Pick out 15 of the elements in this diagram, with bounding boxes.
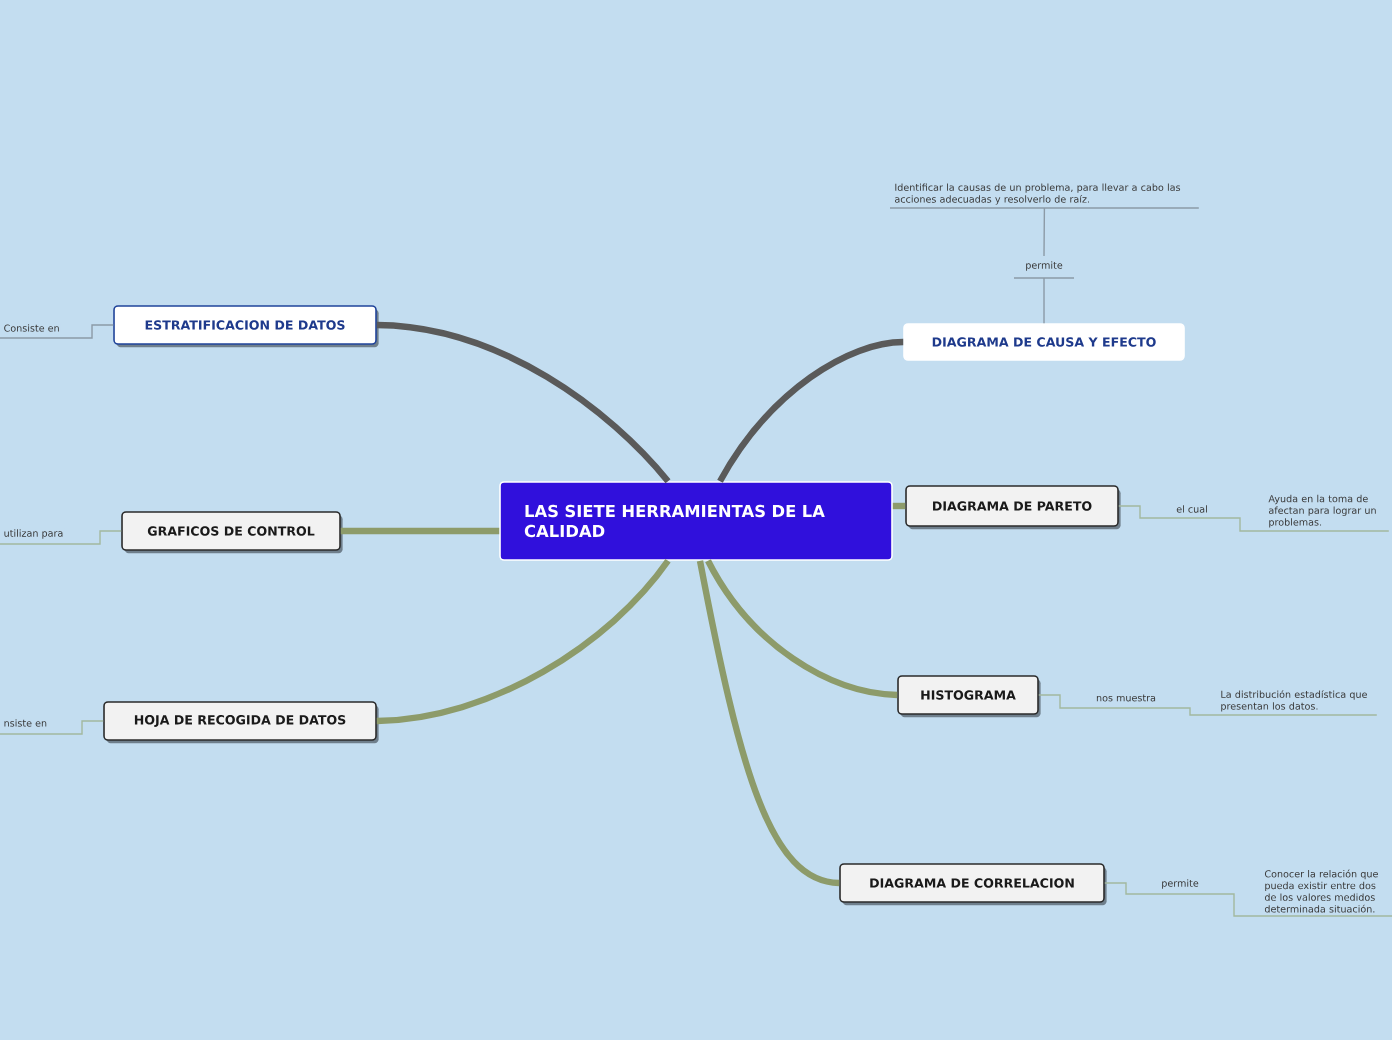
branch-line bbox=[696, 560, 840, 887]
branch-line bbox=[340, 527, 500, 535]
connector-line bbox=[1118, 505, 1390, 532]
branch-line bbox=[717, 338, 904, 483]
connector-line bbox=[0, 530, 122, 545]
connector-line bbox=[889, 207, 1200, 324]
branch-line bbox=[705, 559, 898, 699]
connector-line bbox=[1104, 882, 1392, 917]
branch-line bbox=[892, 502, 906, 510]
central-topic-box: LAS SIETE HERRAMIENTAS DE LA CALIDAD bbox=[499, 481, 893, 561]
connector-line bbox=[0, 720, 104, 735]
branch-line bbox=[376, 321, 671, 484]
connector-line bbox=[1038, 694, 1378, 716]
branch-line bbox=[376, 558, 671, 725]
connector-line bbox=[0, 324, 114, 339]
